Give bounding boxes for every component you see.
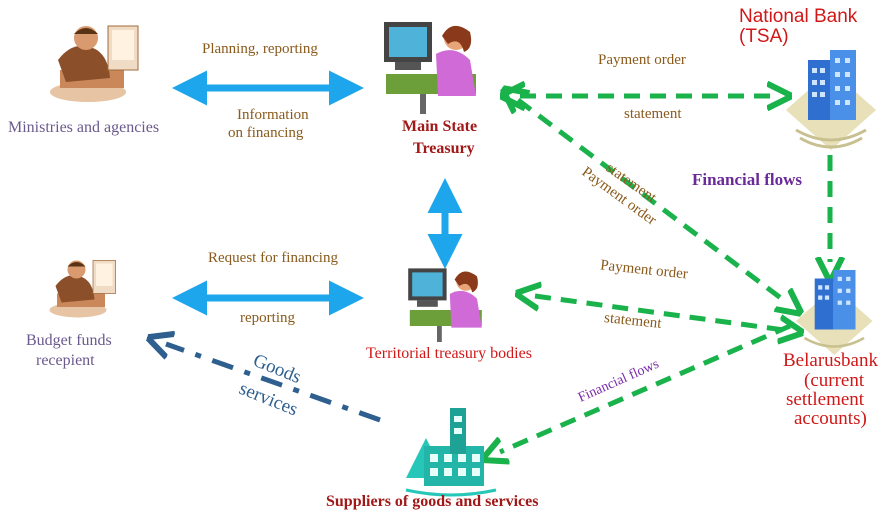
financial-flows-bold-label: Financial flows <box>692 170 803 189</box>
arrow-suppliers-recipient <box>166 344 381 423</box>
belarusbank-label-3: settlement <box>786 389 865 410</box>
arrow-territorial-belarusbank <box>535 296 784 330</box>
national-bank-label-2: (TSA) <box>739 26 789 47</box>
information-label-2: on financing <box>228 125 304 141</box>
planning-reporting-label: Planning, reporting <box>202 41 318 57</box>
factory-icon <box>405 408 497 497</box>
information-label-1: Information <box>237 107 309 123</box>
woman-computer-icon <box>384 22 476 114</box>
budget-recipient-label-1: Budget funds <box>26 332 112 349</box>
reporting-label: reporting <box>240 310 295 326</box>
main-treasury-label-1: Main State <box>402 118 478 135</box>
belarusbank-label-2: (current <box>804 370 865 391</box>
businessman-desk-icon <box>50 25 139 102</box>
statement-top-label: statement <box>624 106 682 122</box>
arrow-belarusbank-suppliers <box>500 323 791 452</box>
bank-building-icon <box>796 270 873 355</box>
main-treasury-label-2: Treasury <box>413 140 475 157</box>
request-financing-label: Request for financing <box>208 250 338 266</box>
territorial-label: Territorial treasury bodies <box>366 345 532 362</box>
ministries-label: Ministries and agencies <box>8 119 160 136</box>
businessman-desk-icon <box>49 260 116 318</box>
suppliers-label: Suppliers of goods and services <box>326 493 539 510</box>
national-bank-label-1: National Bank <box>739 6 858 27</box>
woman-computer-icon <box>408 268 482 342</box>
arrow-treasury-belarusbank <box>518 100 786 302</box>
belarusbank-label-1: Belarusbank <box>783 350 878 371</box>
bank-building-icon <box>786 50 876 150</box>
budget-recipient-label-2: recepient <box>36 352 95 369</box>
belarusbank-label-4: accounts) <box>794 408 867 429</box>
payment-order-top-label: Payment order <box>598 52 686 68</box>
